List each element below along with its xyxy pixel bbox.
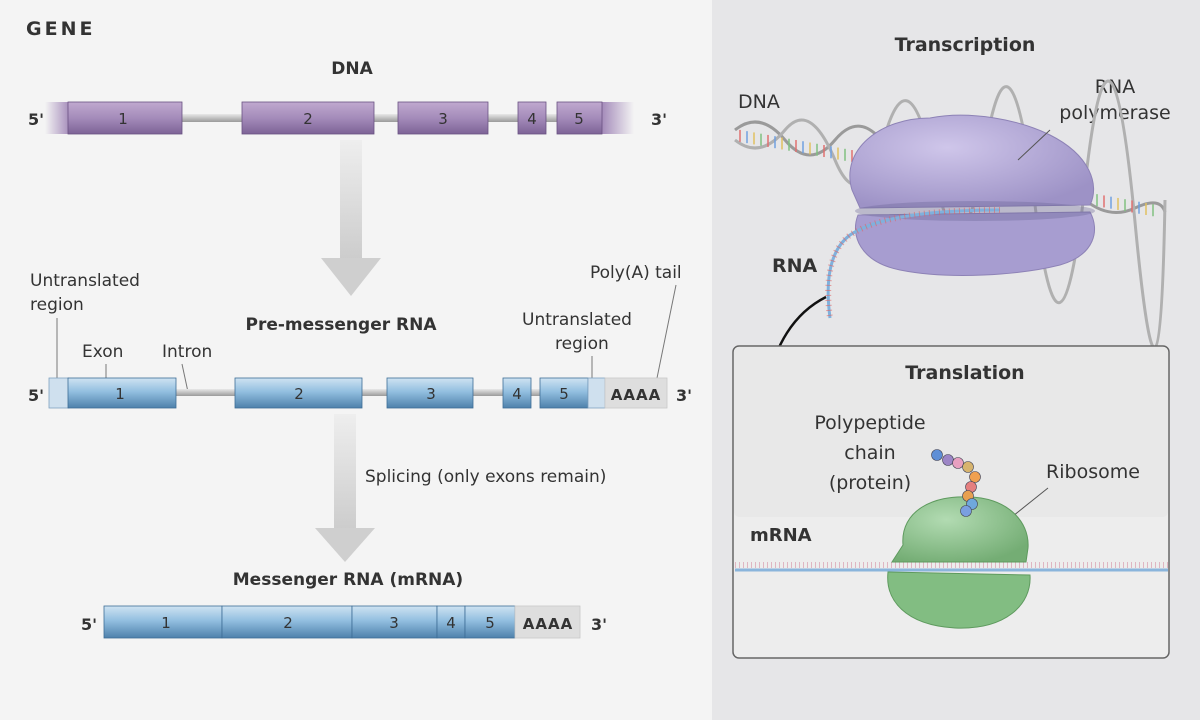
- pre-mrna-exon-1: [67, 377, 177, 409]
- mrna-exon-2-label: 2: [283, 614, 293, 632]
- dna-exon-4-label: 4: [527, 110, 537, 128]
- mrna-5prime: 5': [81, 615, 97, 634]
- pre-mrna-title: Pre-messenger RNA: [245, 315, 437, 335]
- transcription-title: Transcription: [895, 34, 1036, 56]
- pre-mrna-exon-2: [234, 377, 363, 409]
- pre-mrna-exon-4: [502, 377, 532, 409]
- dna-exon-5: [556, 101, 603, 135]
- mrna-exon-1-label: 1: [161, 614, 171, 632]
- dna-exon-2-label: 2: [303, 110, 313, 128]
- ribosome: [887, 496, 1031, 629]
- dna-exons: 1 2 3 4 5: [67, 101, 603, 135]
- mrna-exon-4: [436, 605, 466, 639]
- pre-mrna-exon-4-label: 4: [512, 385, 522, 403]
- amino-acid-bead: [960, 505, 972, 517]
- ribosome-label: Ribosome: [1046, 461, 1140, 483]
- polypeptide-label-3: (protein): [829, 472, 911, 494]
- pre-mrna-exon-5: [539, 377, 589, 409]
- translation-title: Translation: [905, 362, 1024, 384]
- mrna-exons: 1 2 3 4 5 AAAA: [103, 605, 581, 639]
- rna-polymerase: [849, 114, 1096, 276]
- translation-mrna-label: mRNA: [750, 525, 812, 546]
- pre-mrna-exons: 1 2 3 4 5 AAAA: [48, 377, 668, 409]
- exon-label: Exon: [82, 342, 123, 362]
- splicing-label: Splicing (only exons remain): [365, 467, 606, 487]
- dna-exon-4: [517, 101, 547, 135]
- pre-mrna-5prime: 5': [28, 386, 44, 405]
- mrna-polya-tail: [514, 605, 581, 639]
- amino-acid-bead: [952, 457, 964, 469]
- pre-mrna-3prime: 3': [676, 386, 692, 405]
- mrna-exon-5-label: 5: [485, 614, 495, 632]
- utr-right-label-2: region: [555, 334, 609, 354]
- mrna-exon-4-label: 4: [446, 614, 456, 632]
- mrna-exon-3-label: 3: [389, 614, 399, 632]
- amino-acid-bead: [931, 449, 943, 461]
- dna-fade-right: [602, 102, 634, 134]
- utr-left-label-1: Untranslated: [30, 271, 140, 291]
- dna-intron-line: [182, 114, 612, 122]
- dna-exon-1: [67, 101, 183, 135]
- polya-label: Poly(A) tail: [590, 263, 682, 283]
- mrna-exon-1: [103, 605, 223, 639]
- utr-right-label-1: Untranslated: [522, 310, 632, 330]
- rna-strand: [825, 207, 1001, 319]
- dna-exon-5-label: 5: [574, 110, 584, 128]
- dna-title: DNA: [331, 59, 373, 79]
- mrna-tail-label: AAAA: [523, 615, 573, 633]
- translation-box-top: [734, 347, 1168, 517]
- pre-mrna-leader-lines: [56, 284, 677, 393]
- pre-mrna-utr-right: [587, 377, 606, 409]
- dna-exon-3: [397, 101, 489, 135]
- pre-mrna-exon-5-label: 5: [559, 385, 569, 403]
- pre-mrna-polya-tail: [604, 377, 668, 409]
- mrna-exon-5: [464, 605, 516, 639]
- polymerase-label-2: polymerase: [1059, 102, 1170, 124]
- polypeptide-label-1: Polypeptide: [814, 412, 925, 434]
- pre-mrna-exon-3: [386, 377, 474, 409]
- intron-label: Intron: [162, 342, 212, 362]
- mrna-3prime: 3': [591, 615, 607, 634]
- dna-fade-left: [45, 102, 70, 134]
- transcription-arrow: [321, 140, 381, 296]
- polypeptide-label-2: chain: [844, 442, 895, 464]
- pre-mrna-tail-label: AAAA: [611, 386, 661, 404]
- amino-acid-bead: [969, 471, 981, 483]
- pre-mrna-exon-2-label: 2: [294, 385, 304, 403]
- pre-mrna-exon-3-label: 3: [426, 385, 436, 403]
- polypeptide-chain: [931, 449, 981, 517]
- utr-left-label-2: region: [30, 295, 84, 315]
- dna-5prime: 5': [28, 110, 44, 129]
- splicing-arrow: [315, 414, 375, 562]
- transcription-dna-label: DNA: [738, 91, 780, 113]
- dna-exon-2: [241, 101, 375, 135]
- pre-mrna-utr-left: [48, 377, 70, 409]
- amino-acid-bead: [942, 454, 954, 466]
- amino-acid-bead: [962, 461, 974, 473]
- dna-3prime: 3': [651, 110, 667, 129]
- dna-exon-1-label: 1: [118, 110, 128, 128]
- pre-mrna-exon-1-label: 1: [115, 385, 125, 403]
- translation-mrna: [735, 562, 1168, 572]
- gene-header: GENE: [26, 18, 95, 40]
- mrna-exon-2: [221, 605, 353, 639]
- transcription-rna-label: RNA: [772, 255, 818, 277]
- mrna-exon-3: [351, 605, 438, 639]
- polymerase-leader: [1017, 129, 1051, 161]
- dna-exon-3-label: 3: [438, 110, 448, 128]
- mrna-title: Messenger RNA (mRNA): [233, 570, 463, 590]
